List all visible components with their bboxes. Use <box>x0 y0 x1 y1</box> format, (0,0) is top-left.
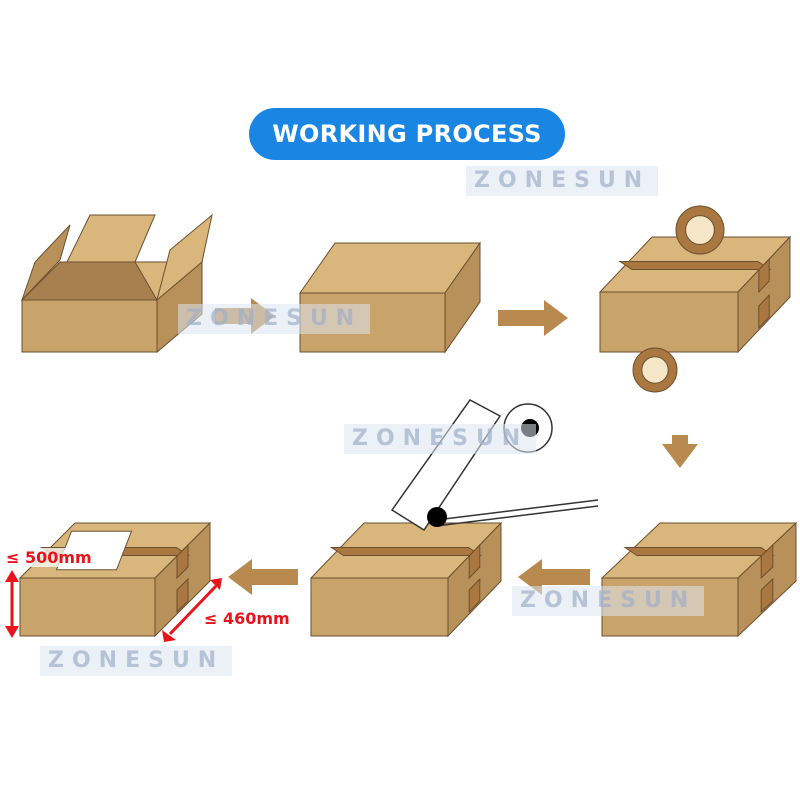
box-side <box>737 235 791 354</box>
box-side <box>444 241 481 354</box>
arrow-down <box>662 435 698 468</box>
width-dimension-line <box>168 584 218 636</box>
tape-sealing-box <box>598 235 792 354</box>
labeling-box <box>309 521 503 638</box>
tape-roll-bottom <box>632 347 678 393</box>
box-inside <box>20 261 158 301</box>
tape-strip <box>760 577 774 614</box>
tape-strip <box>760 543 774 580</box>
box-flap <box>156 213 213 302</box>
sealed-box <box>600 521 798 638</box>
box-side <box>447 521 502 638</box>
watermark: ZONESUN <box>512 586 705 616</box>
box-flap <box>21 224 71 301</box>
box-front <box>21 299 158 353</box>
arrow-shape <box>662 435 698 468</box>
arrowhead <box>210 578 222 590</box>
guide-rail <box>435 505 599 527</box>
tape-roll-core <box>641 356 669 384</box>
box-front <box>310 577 449 637</box>
watermark: ZONESUN <box>40 646 233 676</box>
tape-roll-core <box>685 215 715 245</box>
arrowhead <box>5 626 19 638</box>
box-side <box>737 521 797 638</box>
tape-roll-top <box>675 205 725 255</box>
labeled-box <box>18 521 212 638</box>
height-limit-label: ≤ 500mm <box>4 548 94 567</box>
box-front <box>19 577 156 637</box>
width-limit-label: ≤ 460mm <box>202 609 292 628</box>
tape-strip <box>329 547 483 556</box>
guide-rail <box>435 499 599 521</box>
tape-strip <box>176 577 189 614</box>
arrow-shape <box>228 559 298 595</box>
arrow-right <box>498 300 568 336</box>
page-title: WORKING PROCESS <box>249 108 565 160</box>
label-web <box>390 399 502 532</box>
tape-strip <box>623 547 775 556</box>
flaps-folded-box <box>299 241 481 354</box>
arrowhead <box>5 570 19 582</box>
tape-strip <box>468 543 481 580</box>
arrow-left <box>228 559 298 595</box>
arrow-shape <box>498 300 568 336</box>
arrowhead <box>162 630 176 642</box>
tape-strip <box>758 293 770 330</box>
label-applicator <box>390 399 599 532</box>
tape-strip <box>176 543 189 580</box>
watermark: ZONESUN <box>466 166 659 196</box>
box-flap <box>66 214 156 263</box>
tape-strip <box>758 257 770 294</box>
watermark: ZONESUN <box>178 304 371 334</box>
box-front <box>599 291 739 353</box>
box-side <box>154 521 211 638</box>
applicator-roller <box>427 507 447 527</box>
tape-strip <box>468 577 481 614</box>
dimension-markers <box>5 570 222 642</box>
tape-strip <box>618 261 772 270</box>
watermark: ZONESUN <box>344 424 537 454</box>
